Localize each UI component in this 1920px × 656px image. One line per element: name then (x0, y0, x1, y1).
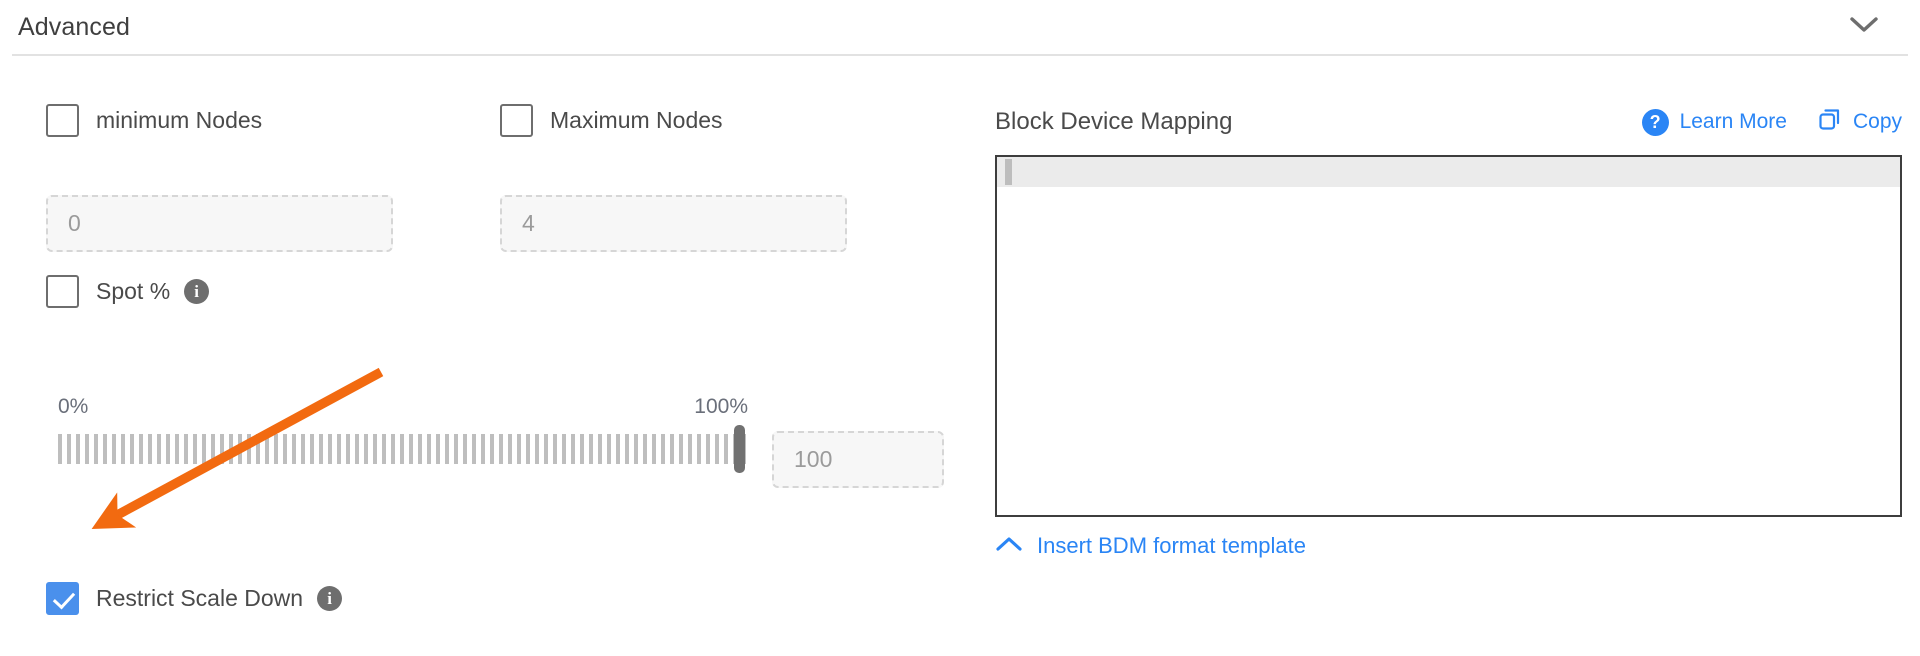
editor-cursor-marker (1005, 159, 1012, 185)
slider-min-label: 0% (58, 395, 89, 418)
insert-bdm-template-label: Insert BDM format template (1037, 533, 1306, 558)
spot-percent-label: Spot % (96, 278, 171, 304)
restrict-scale-down-checkbox[interactable] (46, 582, 79, 615)
spot-percent-slider-thumb[interactable] (734, 425, 745, 473)
question-circle-icon: ? (1641, 108, 1669, 136)
spot-percent-value-input[interactable]: 100 (772, 431, 944, 488)
copy-icon (1817, 107, 1842, 138)
page-title: Advanced (18, 13, 130, 41)
restrict-scale-down-info-icon[interactable]: i (317, 586, 343, 611)
learn-more-link[interactable]: ? Learn More (1641, 108, 1787, 136)
block-device-mapping-title: Block Device Mapping (995, 108, 1233, 135)
spot-percent-slider-track[interactable] (58, 434, 748, 464)
chevron-up-icon (995, 533, 1023, 559)
block-device-mapping-editor[interactable] (995, 155, 1902, 517)
spot-percent-slider-group: 0% 100% (58, 395, 748, 473)
section-collapse-toggle[interactable] (1844, 8, 1884, 48)
minimum-nodes-input[interactable]: 0 (46, 195, 393, 252)
slider-scale-labels: 0% 100% (58, 395, 748, 425)
maximum-nodes-label: Maximum Nodes (550, 107, 723, 133)
block-device-mapping-column: Block Device Mapping ? Learn More Copy (995, 55, 1920, 656)
minimum-nodes-label: minimum Nodes (96, 107, 263, 133)
restrict-scale-down-row: Restrict Scale Down i (46, 582, 343, 615)
spot-percent-row: Spot % i (46, 275, 210, 308)
learn-more-label: Learn More (1679, 110, 1787, 133)
minimum-nodes-checkbox[interactable] (46, 104, 79, 137)
minimum-nodes-row: minimum Nodes (46, 104, 262, 137)
spot-percent-checkbox[interactable] (46, 275, 79, 308)
maximum-nodes-input[interactable]: 4 (500, 195, 847, 252)
copy-button[interactable]: Copy (1817, 107, 1902, 138)
chevron-down-icon (1849, 15, 1879, 40)
copy-label: Copy (1852, 110, 1902, 133)
block-device-mapping-header: Block Device Mapping ? Learn More Copy (995, 105, 1920, 139)
section-header: Advanced (0, 0, 1920, 55)
block-device-mapping-actions: ? Learn More Copy (1641, 107, 1902, 138)
editor-caret (1005, 159, 1007, 185)
header-divider (12, 54, 1908, 56)
insert-bdm-template-link[interactable]: Insert BDM format template (995, 533, 1306, 559)
restrict-scale-down-label: Restrict Scale Down (96, 585, 304, 611)
maximum-nodes-row: Maximum Nodes (500, 104, 723, 137)
scaling-options-column: minimum Nodes Maximum Nodes 0 4 Spot % i… (0, 55, 980, 656)
spot-percent-info-icon[interactable]: i (184, 279, 210, 304)
slider-max-label: 100% (694, 395, 748, 418)
maximum-nodes-checkbox[interactable] (500, 104, 533, 137)
editor-active-line (997, 157, 1900, 187)
